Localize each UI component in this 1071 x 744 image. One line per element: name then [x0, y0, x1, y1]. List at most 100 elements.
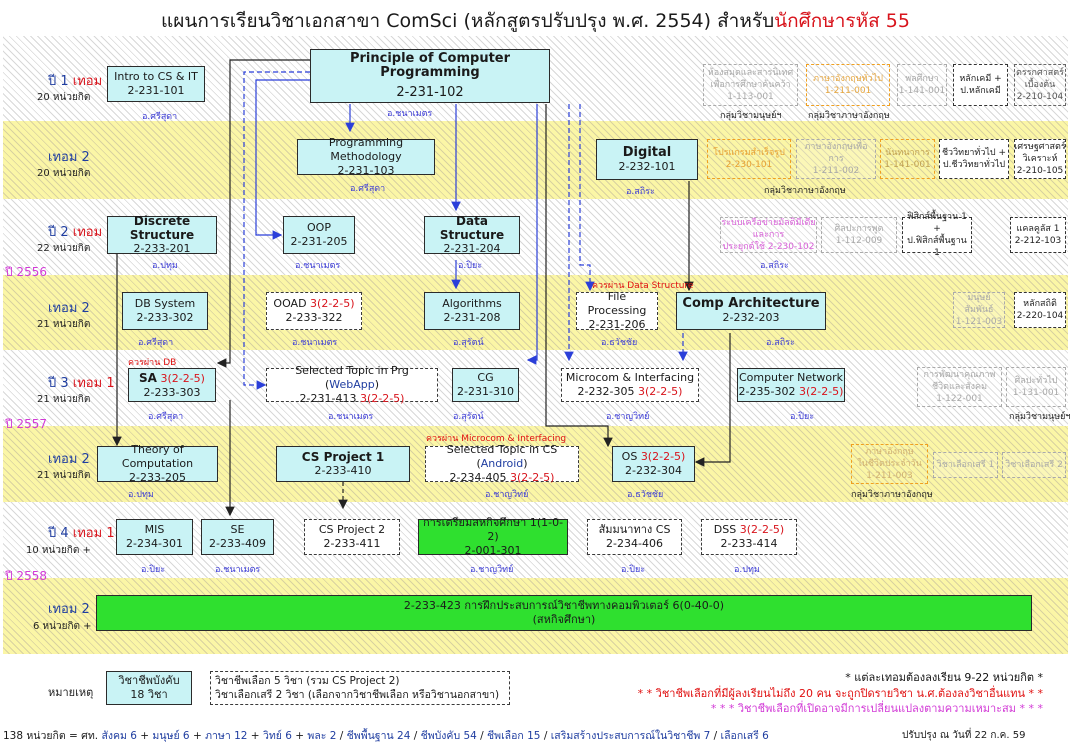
professor-label: อ.ปิยะ	[621, 565, 646, 575]
group-note: กลุ่มวิชามนุษย์ฯ	[720, 111, 782, 121]
semester-label: เทอม 2	[48, 301, 90, 316]
band-y1-t2	[3, 121, 1068, 199]
semester-credits: 21 หน่วยกิต	[37, 394, 91, 405]
page-title: แผนการเรียนวิชาเอกสาขา ComSci (หลักสูตรป…	[0, 6, 1071, 36]
legend-elective: วิชาชีพเลือก 5 วิชา (รวม CS Project 2)วิ…	[210, 671, 510, 705]
gened-course[interactable]: วิชาเลือกเสรี 1	[933, 452, 998, 478]
semester-credits: 20 หน่วยกิต	[37, 92, 91, 103]
course-ooad[interactable]: OOAD 3(2-2-5)2-233-322	[266, 292, 362, 330]
professor-label: อ.ปิยะ	[790, 412, 815, 422]
gened-course[interactable]: ชีววิทยาทั่วไป +ป.ชีววิทยาทั่วไป	[939, 139, 1009, 179]
gened-course[interactable]: เศรษฐศาสตร์วิเคราะห์2-210-105	[1014, 139, 1066, 179]
semester-label: ปี 3 เทอม 1	[48, 376, 115, 391]
professor-label: อ.ปิยะ	[141, 565, 166, 575]
professor-label: อ.ปิยะ	[458, 261, 483, 271]
prerequisite-note: ควรผ่าน DB	[128, 358, 177, 368]
professor-label: อ.ชาญวิทย์	[485, 490, 529, 500]
professor-label: อ.ศรีสุดา	[138, 338, 174, 348]
year-label: ปี 2557	[5, 417, 47, 431]
professor-label: อ.สถิระ	[626, 187, 655, 197]
updated-date: ปรับปรุง ณ วันที่ 22 ก.ค. 59	[902, 730, 1026, 741]
gened-course[interactable]: หลักเคมี +ป.หลักเคมี	[953, 64, 1008, 106]
year-label: ปี 2556	[5, 265, 47, 279]
prerequisite-note: ควรผ่าน Microcom & Interfacing	[426, 434, 567, 444]
professor-label: อ.ศรีสุดา	[350, 184, 386, 194]
professor-label: อ.ชนาเมตร	[292, 338, 338, 348]
course-coop-education[interactable]: 2-233-423 การฝึกประสบการณ์วิชาชีพทางคอมพ…	[96, 595, 1032, 631]
professor-label: อ.ชนาเมตร	[215, 565, 261, 575]
professor-label: อ.ชาญวิทย์	[606, 412, 650, 422]
course-sa[interactable]: SA 3(2-2-5)2-233-303	[128, 368, 216, 402]
gened-course[interactable]: มนุษย์สัมพันธ์1-121-003	[953, 292, 1005, 328]
course-selected-topic-cs[interactable]: Selected Topic in CS (Android)2-234-405 …	[425, 443, 579, 484]
semester-credits: 20 หน่วยกิต	[37, 168, 91, 179]
group-note: กลุ่มวิชาภาษาอังกฤษ	[808, 111, 890, 121]
professor-label: อ.ชาญวิทย์	[470, 565, 514, 575]
course-selected-topic-prg[interactable]: Selected Topic in Prg (WebApp)2-231-413 …	[266, 364, 438, 405]
semester-credits: 22 หน่วยกิต	[37, 243, 91, 254]
semester-credits: 6 หน่วยกิต +	[33, 621, 92, 632]
professor-label: อ.ปทุม	[734, 565, 760, 575]
course-dss[interactable]: DSS 3(2-2-5)2-233-414	[701, 519, 797, 555]
credit-summary: 138 หน่วยกิต = ศท. สังคม 6 + มนุษย์ 6 + …	[3, 730, 769, 742]
gened-course[interactable]: ฟิสิกส์พื้นฐาน 1 +ป.ฟิสิกส์พื้นฐาน 1	[902, 212, 972, 258]
group-note: กลุ่มวิชาภาษาอังกฤษ	[851, 490, 933, 500]
prerequisite-note: ควรผ่าน Data Structure	[592, 281, 694, 291]
gened-course[interactable]: หลักสถิติ2-220-104	[1014, 292, 1066, 328]
professor-label: อ.ธวัชชัย	[601, 338, 638, 348]
professor-label: อ.ศรีสุดา	[148, 412, 184, 422]
group-note: กลุ่มวิชาภาษาอังกฤษ	[764, 186, 846, 196]
course-os[interactable]: OS 3(2-2-5)2-232-304	[612, 446, 695, 482]
title-text: แผนการเรียนวิชาเอกสาขา ComSci (หลักสูตรป…	[161, 10, 775, 32]
professor-label: อ.ชนาเมตร	[387, 109, 433, 119]
professor-label: อ.ธวัชชัย	[627, 490, 664, 500]
course-coop-prep[interactable]: การเตรียมสหกิจศึกษา 1(1-0-2)2-001-301	[418, 516, 568, 557]
professor-label: อ.สถิระ	[766, 338, 795, 348]
gened-course[interactable]: วิชาเลือกเสรี 2	[1002, 452, 1066, 478]
semester-label: ปี 4 เทอม 1	[48, 526, 115, 541]
remark-line: * * * วิชาชีพเลือกที่เปิดอาจมีการเปลี่ยน…	[710, 702, 1043, 715]
professor-label: อ.ปทุม	[128, 490, 154, 500]
remark-line: * แต่ละเทอมต้องลงเรียน 9-22 หน่วยกิต *	[845, 671, 1043, 684]
professor-label: อ.สุรัตน์	[453, 412, 484, 422]
group-note: กลุ่มวิชามนุษย์ฯ	[1009, 412, 1071, 422]
professor-label: อ.ศรีสุดา	[142, 112, 178, 122]
gened-course[interactable]: ระบบเครือข่ายมัลติมีเดียและการประยุกต์ใช…	[720, 217, 817, 253]
semester-label: เทอม 2	[48, 452, 90, 467]
semester-label: เทอม 2	[48, 602, 90, 617]
semester-label: ปี 2 เทอม 1	[48, 225, 115, 240]
